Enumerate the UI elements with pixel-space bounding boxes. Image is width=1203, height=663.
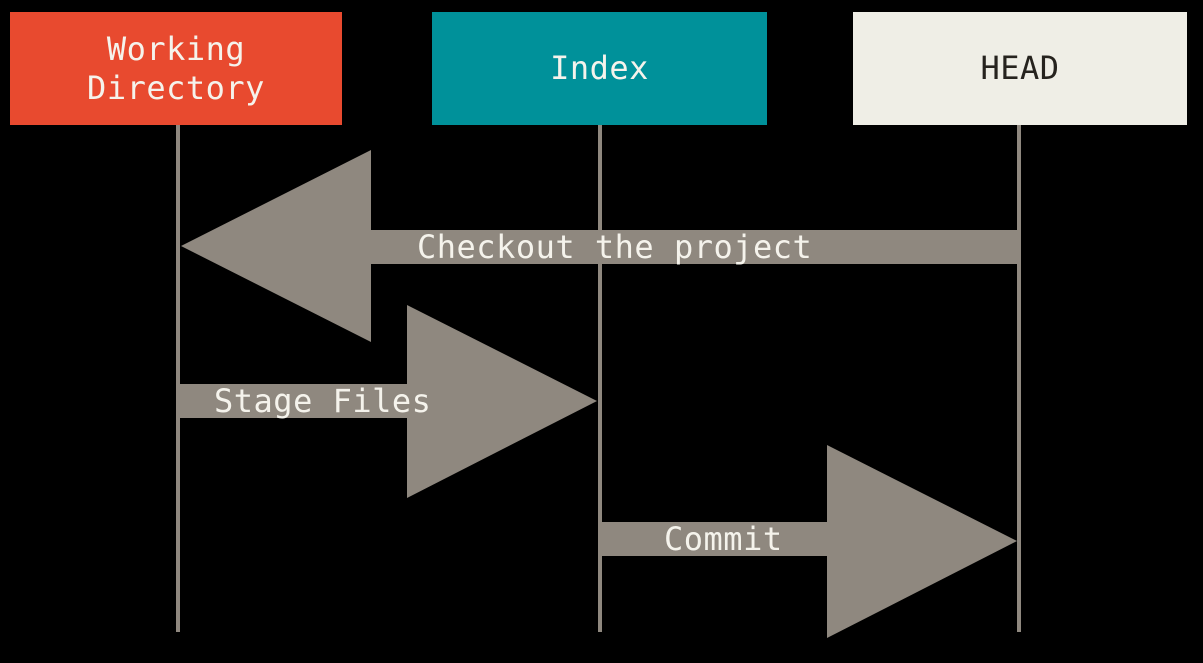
stage-arrow-head [407,305,597,498]
box-index: Index [432,12,767,125]
box-head-label: HEAD [980,49,1060,87]
lifeline-index [598,125,602,632]
box-head: HEAD [853,12,1187,125]
lifeline-working-directory [176,125,180,632]
checkout-arrow-head [181,150,371,342]
box-working-directory-label: Working Directory [87,29,265,107]
checkout-arrow-label: Checkout the project [417,228,813,266]
box-working-directory: Working Directory [10,12,342,125]
stage-arrow-label: Stage Files [214,382,432,420]
commit-arrow-head [827,445,1017,638]
checkout-arrow-shaft [371,230,1020,264]
commit-arrow-shaft [600,522,828,556]
lifeline-head [1017,125,1021,632]
stage-arrow-shaft [178,384,408,418]
commit-arrow-label: Commit [664,520,783,558]
box-index-label: Index [550,49,649,87]
